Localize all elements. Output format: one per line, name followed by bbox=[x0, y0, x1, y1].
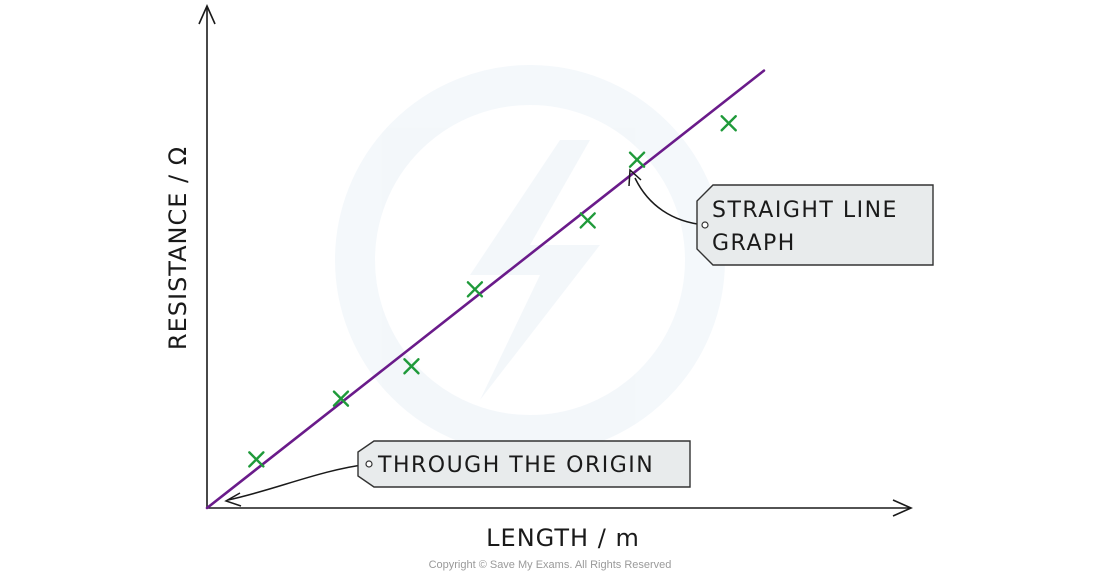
data-point-stroke bbox=[332, 390, 350, 407]
data-point-stroke bbox=[720, 115, 737, 132]
data-point-marker bbox=[628, 151, 646, 168]
tag-hole bbox=[701, 221, 709, 229]
best-fit-line bbox=[205, 69, 766, 510]
data-point-stroke bbox=[466, 281, 484, 298]
annotation-straight-line: STRAIGHT LINE GRAPH bbox=[628, 168, 934, 266]
annotation-tag bbox=[696, 184, 934, 266]
x-axis bbox=[207, 499, 913, 517]
data-point-stroke bbox=[248, 451, 265, 468]
annotation-tag bbox=[357, 440, 691, 488]
data-point-stroke bbox=[628, 151, 646, 168]
data-point-marker bbox=[248, 451, 265, 468]
data-point-marker bbox=[466, 281, 484, 298]
y-axis-title: RESISTANCE / Ω bbox=[164, 146, 192, 350]
data-point-stroke bbox=[579, 212, 596, 229]
annotation-arrow bbox=[634, 177, 706, 226]
annotation-line-2: GRAPH bbox=[712, 231, 796, 256]
annotation-text: THROUGH THE ORIGIN bbox=[377, 453, 654, 478]
annotation-line-1: STRAIGHT LINE bbox=[712, 198, 898, 223]
annotation-arrowhead bbox=[224, 492, 242, 507]
annotation-arrowhead bbox=[628, 168, 642, 187]
tag-hole bbox=[365, 460, 373, 468]
data-point-marker bbox=[579, 212, 596, 229]
data-point-marker bbox=[403, 358, 420, 375]
y-axis bbox=[198, 4, 216, 508]
data-points bbox=[248, 115, 737, 468]
annotation-arrow bbox=[227, 463, 370, 501]
x-axis-title: LENGTH / m bbox=[486, 524, 640, 552]
copyright-text: Copyright © Save My Exams. All Rights Re… bbox=[429, 559, 672, 571]
watermark-logo bbox=[335, 65, 725, 455]
data-point-marker bbox=[332, 390, 350, 407]
annotation-origin: THROUGH THE ORIGIN bbox=[224, 440, 691, 507]
data-point-stroke bbox=[403, 358, 420, 375]
data-point-marker bbox=[720, 115, 737, 132]
